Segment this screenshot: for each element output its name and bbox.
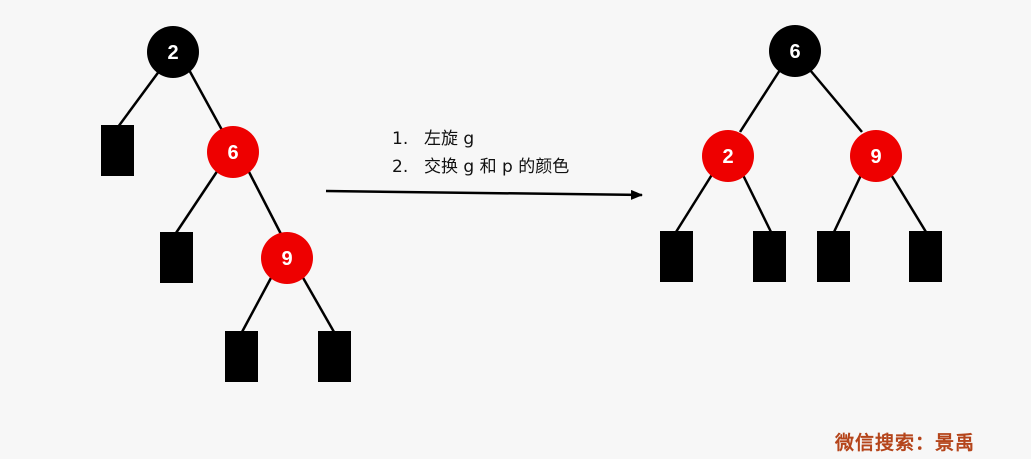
after-node-right-child: 9 bbox=[850, 130, 902, 182]
nil-leaf bbox=[101, 125, 134, 176]
node-key: 2 bbox=[167, 42, 178, 64]
transform-arrow bbox=[325, 189, 643, 200]
edge-6-to-left-leaf bbox=[174, 169, 220, 234]
step-text: 交换 g 和 p 的颜色 bbox=[424, 157, 570, 177]
step-number: 2. bbox=[392, 157, 409, 177]
nil-leaf bbox=[753, 231, 786, 282]
after-tree: 6 2 9 bbox=[660, 25, 942, 282]
watermark-text: 微信搜索：景禹 bbox=[834, 432, 975, 454]
before-node-right-grandchild: 9 bbox=[261, 232, 313, 284]
edge-2-to-6 bbox=[186, 67, 224, 131]
nil-leaf bbox=[909, 231, 942, 282]
after-node-root: 6 bbox=[769, 25, 821, 77]
nil-leaf bbox=[160, 232, 193, 283]
edge-2-to-left-leaf bbox=[116, 69, 162, 128]
after-node-left-child: 2 bbox=[702, 130, 754, 182]
before-node-root: 2 bbox=[147, 26, 199, 78]
nil-leaf bbox=[817, 231, 850, 282]
edge-2-to-right-leaf bbox=[740, 172, 773, 233]
nil-leaf bbox=[660, 231, 693, 282]
node-key: 9 bbox=[870, 146, 881, 168]
edge-2-to-left-leaf bbox=[674, 172, 715, 233]
edge-9-to-left-leaf bbox=[240, 275, 274, 333]
node-key: 9 bbox=[281, 248, 292, 270]
before-node-right-child: 6 bbox=[207, 126, 259, 178]
edge-9-to-left-leaf bbox=[832, 172, 864, 233]
node-key: 2 bbox=[722, 146, 733, 168]
edge-9-to-right-leaf bbox=[888, 172, 928, 233]
nil-leaf bbox=[225, 331, 258, 382]
edge-6-to-2 bbox=[738, 69, 782, 133]
step-2: 2. 交换 g 和 p 的颜色 bbox=[392, 153, 569, 181]
before-tree: 2 6 9 bbox=[101, 26, 351, 382]
node-key: 6 bbox=[789, 41, 800, 63]
node-key: 6 bbox=[227, 142, 238, 164]
step-1: 1. 左旋 g bbox=[392, 125, 569, 153]
nil-leaf bbox=[318, 331, 351, 382]
step-text: 左旋 g bbox=[424, 129, 475, 149]
edge-6-to-9 bbox=[246, 169, 284, 237]
edge-9-to-right-leaf bbox=[300, 275, 336, 333]
edge-6-to-9 bbox=[809, 69, 863, 133]
rotation-steps: 1. 左旋 g 2. 交换 g 和 p 的颜色 bbox=[392, 125, 569, 181]
step-number: 1. bbox=[392, 129, 409, 149]
